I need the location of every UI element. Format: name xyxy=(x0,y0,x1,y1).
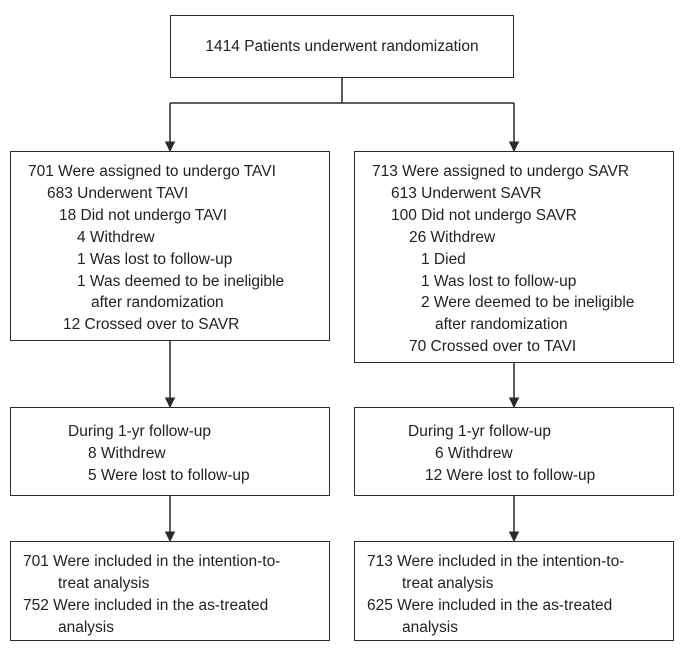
tavi-assignment-box: 701 Were assigned to undergo TAVI 683 Un… xyxy=(10,151,330,341)
savr-underwent-line: 613 Underwent SAVR xyxy=(391,185,542,202)
tavi-ineligible-cont-line: after randomization xyxy=(91,294,224,311)
savr-followup-lost: 12 Were lost to follow-up xyxy=(425,467,596,484)
savr-did-not-undergo-line: 100 Did not undergo SAVR xyxy=(391,207,577,224)
tavi-ineligible-line: 1 Was deemed to be ineligible xyxy=(77,273,285,290)
savr-assigned-line: 713 Were assigned to undergo SAVR xyxy=(372,163,630,180)
tavi-followup-box: During 1-yr follow-up 8 Withdrew 5 Were … xyxy=(10,407,330,496)
tavi-itt-cont-line: treat analysis xyxy=(58,575,150,592)
tavi-withdrew-line: 4 Withdrew xyxy=(77,229,155,246)
savr-followup-box: During 1-yr follow-up 6 Withdrew 12 Were… xyxy=(354,407,674,496)
savr-ineligible-cont-line: after randomization xyxy=(435,316,568,333)
tavi-assigned-line: 701 Were assigned to undergo TAVI xyxy=(28,163,276,180)
savr-died-line: 1 Died xyxy=(421,251,466,268)
tavi-crossed-over-line: 12 Crossed over to SAVR xyxy=(63,316,240,333)
savr-crossed-over-line: 70 Crossed over to TAVI xyxy=(409,338,577,355)
tavi-underwent-line: 683 Underwent TAVI xyxy=(47,185,189,202)
savr-itt-line: 713 Were included in the intention-to- xyxy=(367,553,625,570)
savr-analysis-box: 713 Were included in the intention-to- t… xyxy=(354,541,674,641)
tavi-itt-line: 701 Were included in the intention-to- xyxy=(23,553,281,570)
tavi-followup-heading: During 1-yr follow-up xyxy=(68,423,211,440)
savr-lost-followup-line: 1 Was lost to follow-up xyxy=(421,273,577,290)
savr-as-treated-cont-line: analysis xyxy=(402,619,458,636)
tavi-followup-lost: 5 Were lost to follow-up xyxy=(88,467,250,484)
savr-withdrew-line: 26 Withdrew xyxy=(409,229,496,246)
savr-as-treated-line: 625 Were included in the as-treated xyxy=(367,597,613,614)
savr-followup-heading: During 1-yr follow-up xyxy=(408,423,551,440)
savr-followup-withdrew: 6 Withdrew xyxy=(435,445,513,462)
randomization-text: 1414 Patients underwent randomization xyxy=(205,37,479,55)
tavi-as-treated-line: 752 Were included in the as-treated xyxy=(23,597,269,614)
savr-ineligible-line: 2 Were deemed to be ineligible xyxy=(421,294,635,311)
randomization-box: 1414 Patients underwent randomization xyxy=(170,15,514,78)
tavi-did-not-undergo-line: 18 Did not undergo TAVI xyxy=(59,207,228,224)
tavi-followup-withdrew: 8 Withdrew xyxy=(88,445,166,462)
tavi-lost-followup-line: 1 Was lost to follow-up xyxy=(77,251,233,268)
tavi-analysis-box: 701 Were included in the intention-to- t… xyxy=(10,541,330,641)
savr-itt-cont-line: treat analysis xyxy=(402,575,494,592)
tavi-as-treated-cont-line: analysis xyxy=(58,619,114,636)
savr-assignment-box: 713 Were assigned to undergo SAVR 613 Un… xyxy=(354,151,674,363)
